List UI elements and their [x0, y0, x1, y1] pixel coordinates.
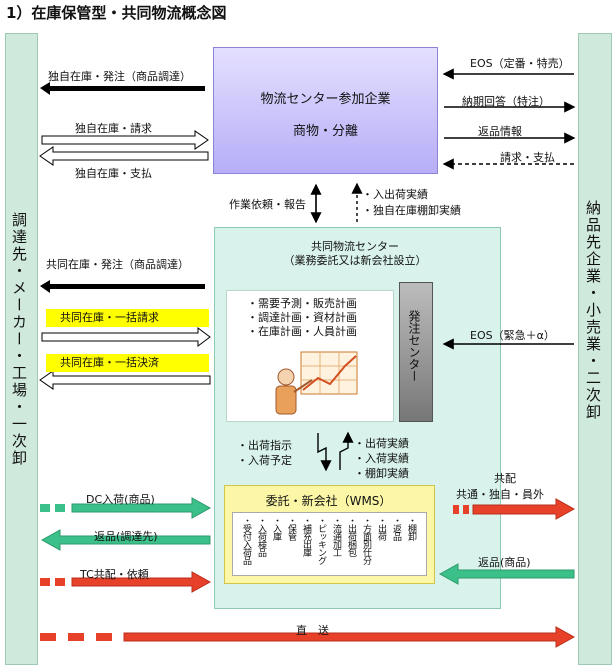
label-shared-inv-order: 共同在庫・発注（商品調達） [46, 258, 189, 271]
plan-line: ・調達計画・資材計画 [247, 311, 357, 324]
center-title: 共同物流センター （業務委託又は新会社設立） [226, 240, 484, 268]
arrow-shared-bulk-bill [41, 327, 211, 347]
arrow-tc-joint [40, 571, 212, 593]
right-party-bar [578, 33, 612, 665]
wms-process: ・入荷検品 [256, 516, 266, 556]
label-delivery-reply: 納期回答（特注） [462, 95, 550, 108]
label-own-inv-order: 独自在庫・発注（商品調達） [48, 70, 191, 83]
arrow-direct [40, 626, 576, 648]
wms-title: 委託・新会社（WMS） [265, 494, 392, 508]
arrow-ship-results [339, 431, 354, 470]
center-title-line2: （業務委託又は新会社設立） [283, 254, 427, 267]
label-shared-bulk-bill: 共同在庫・一括請求 [46, 309, 209, 327]
page-title: 1）在庫保管型・共同物流概念図 [6, 4, 227, 22]
partner-companies-box: 物流センター参加企業 商物・分離 [213, 47, 438, 174]
wms-process: ・入庫 [271, 516, 281, 540]
wms-process: ・保管 [286, 516, 296, 540]
arrow-ship-inst [317, 433, 332, 472]
label-stock-results: ・棚卸実績 [354, 467, 409, 480]
label-eos-urgent: EOS（緊急＋α） [470, 329, 555, 342]
label-io-results: ・入出荷実績 [362, 188, 428, 201]
label-return-info: 返品情報 [478, 125, 522, 138]
order-center-box [399, 282, 433, 422]
label-tc-joint: TC共配・依頼 [80, 568, 149, 581]
wms-process-list: ・受付入荷品 ・入荷検品 ・入庫 ・保管 ・補充出庫 ・ピッキング ・流通加工 … [232, 512, 427, 576]
label-ship-inst: ・出荷指示 [237, 439, 292, 452]
wms-process: ・ピッキング [316, 516, 326, 564]
label-ship-results: ・出荷実績 [354, 437, 409, 450]
wms-process: ・補充出庫 [301, 516, 311, 556]
plan-line: ・在庫計画・人員計画 [247, 325, 357, 338]
left-party-label: 調達先・メーカー・工場・一次卸 [10, 212, 28, 467]
label-eos-regular: EOS（定番・特売） [470, 57, 570, 70]
label-own-inv-bill: 独自在庫・請求 [75, 122, 152, 135]
wms-process: ・出荷 [376, 516, 386, 540]
label-bill-pay: 請求・支払 [500, 151, 555, 164]
label-own-inv-pay: 独自在庫・支払 [75, 167, 152, 180]
plan-line: ・需要予測・販売計画 [247, 297, 357, 310]
arrow-own-inv-bill [41, 130, 209, 150]
label-direct: 直 送 [296, 624, 329, 637]
arrow-shared-inv-order [40, 280, 205, 293]
wms-process: ・流通加工 [331, 516, 341, 556]
label-joint-delivery-types: 共通・独自・員外 [456, 488, 544, 501]
label-work-request: 作業依頼・報告 [229, 198, 306, 211]
partner-title: 物流センター参加企業 [260, 92, 391, 107]
wms-process: ・方面別仕分 [361, 516, 371, 564]
arrow-shared-bulk-settle [39, 370, 211, 390]
label-return-supplier: 返品(調達先) [94, 530, 158, 543]
label-recv-results: ・入荷実績 [354, 452, 409, 465]
arrow-joint-delivery [453, 498, 576, 520]
right-party-label: 納品先企業・小売業・二次卸 [584, 200, 602, 421]
arrow-own-inv-order [40, 82, 205, 95]
wms-process: ・返品 [391, 516, 401, 540]
label-return-goods: 返品(商品) [478, 556, 531, 569]
label-joint-delivery: 共配 [494, 472, 516, 485]
arrow-dc-recv [40, 497, 212, 519]
arrow-return-supplier [40, 529, 211, 551]
center-title-line1: 共同物流センター [311, 240, 399, 253]
chart-board-icon [300, 351, 358, 395]
label-dc-recv: DC入荷(商品) [86, 493, 155, 506]
order-center-label: 発注センター [407, 310, 421, 382]
left-party-bar [5, 33, 38, 665]
label-shared-bulk-settle: 共同在庫・一括決済 [46, 354, 209, 372]
arrow-own-inv-pay [39, 146, 209, 166]
partner-subtitle: 商物・分離 [292, 124, 358, 139]
wms-process: ・受付入荷品 [241, 516, 251, 564]
wms-process: ・出荷梱包 [346, 516, 356, 556]
label-own-inv-stock: ・独自在庫棚卸実績 [362, 204, 461, 217]
person-icon [275, 368, 313, 415]
arrow-return-goods [438, 563, 575, 585]
label-recv-plan: ・入荷予定 [237, 454, 292, 467]
wms-process: ・棚卸 [406, 516, 416, 540]
